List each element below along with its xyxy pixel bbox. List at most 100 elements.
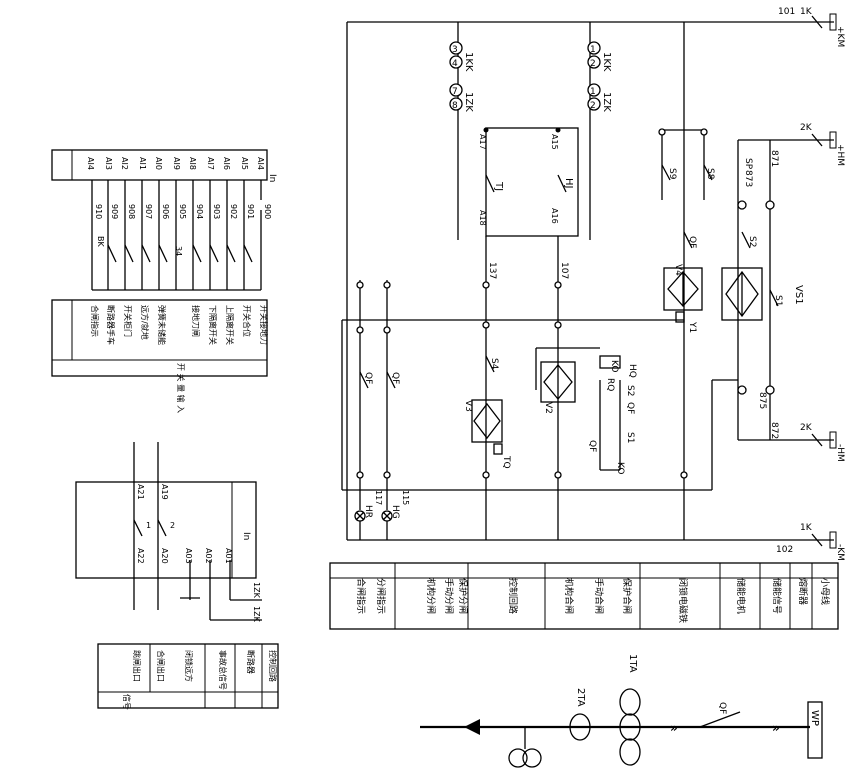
svg-text:QF: QF [625,402,635,414]
svg-text:V2: V2 [543,402,553,414]
svg-text:手动分闸: 手动分闸 [443,578,455,614]
svg-text:TQ: TQ [501,455,511,469]
svg-text:断路器手车: 断路器手车 [106,305,116,345]
wire-101: 101 [778,7,795,17]
svg-text:下隔离开关: 下隔离开关 [208,305,218,345]
svg-text:信号: 信号 [122,694,132,710]
svg-text:A20: A20 [160,548,169,564]
relay-hj: HJ [563,178,574,188]
svg-text:AI1: AI1 [138,157,147,170]
svg-text:2TA: 2TA [575,688,586,707]
svg-text:8: 8 [452,101,458,111]
wire-115: 115 [401,490,410,505]
svg-text:跳闸出口: 跳闸出口 [132,650,142,682]
svg-text:A15: A15 [550,134,559,150]
lamp-hr: HR [363,505,373,518]
lamps: HR HG 117 115 [354,490,410,540]
svg-text:4: 4 [452,59,458,69]
svg-text:901: 901 [246,204,255,219]
svg-text:909: 909 [110,204,119,219]
svg-text:AI7: AI7 [206,157,215,170]
di-block: In AI4 AI3 AI2 AI1 AI0 AI9 AI8 AI7 AI6 A… [51,149,277,413]
svg-text:小母线: 小母线 [819,578,831,605]
branches: 137 107 S9 S8 SP QF S2 S1 VS1 QF QF S4 [341,22,804,540]
svg-text:合闸指示: 合闸指示 [90,305,100,337]
fuse-1k-top: 1K [800,7,813,17]
label-vs1: VS1 [793,285,804,305]
svg-text:1: 1 [590,45,596,55]
svg-text:开关合位: 开关合位 [242,305,252,337]
fuse-2k-bottom: 2K [800,423,813,433]
fuse-1k-bottom: 1K [800,523,813,533]
svg-text:2: 2 [590,59,596,69]
wire-107: 107 [559,262,569,279]
svg-text:910: 910 [94,204,103,219]
svg-text:开关接地刀: 开关接地刀 [259,305,269,345]
switch-1zk: 1 2 1 2 1KK 1ZK [587,22,612,240]
switch-s4: S4 [489,358,499,370]
wire-117: 117 [374,490,383,505]
svg-text:1ZK: 1ZK [252,606,261,623]
svg-text:BK: BK [96,236,105,247]
svg-text:分闸指示: 分闸指示 [375,578,387,614]
svg-text:A02: A02 [204,548,213,564]
svg-text:907: 907 [144,204,153,219]
svg-text:S1: S1 [625,432,635,443]
switch-s9: S9 [667,168,677,180]
svg-text:S2: S2 [625,385,635,396]
svg-text:34: 34 [174,246,183,256]
closing-circuit: HQ RQ KO S2 QF S1 QF KO [535,347,637,475]
wire-102: 102 [776,545,793,555]
label-sp: SP [743,158,753,170]
svg-text:»: » [670,721,678,735]
svg-text:AI3: AI3 [104,157,113,170]
svg-text:闭锁远方: 闭锁远方 [184,650,194,682]
svg-text:In: In [267,174,277,182]
svg-text:V3: V3 [463,400,473,412]
wire-875: 875 [757,392,767,409]
svg-text:控制回路: 控制回路 [268,650,278,682]
svg-text:AI8: AI8 [188,157,197,170]
kmp-label: +KM [835,26,845,47]
svg-text:断路器: 断路器 [246,650,256,674]
svg-text:控制回路: 控制回路 [507,578,519,614]
svg-text:902: 902 [229,204,238,219]
relay-box: A17 A18 A15 A16 TJ HJ [478,127,579,237]
wire-873: 873 [743,170,753,187]
svg-text:上隔离开关: 上隔离开关 [225,305,235,345]
rectifier-vs1 [721,267,763,321]
switch-s2: S2 [747,236,757,247]
switch-s1: S1 [773,295,783,306]
svg-text:903: 903 [212,204,221,219]
label-1kk: 1KK [463,52,474,72]
svg-text:弹簧未储能: 弹簧未储能 [157,305,167,345]
svg-text:A19: A19 [160,484,169,500]
svg-text:机构合闸: 机构合闸 [563,578,575,614]
rectifier-v4: V4 Y1 [663,264,703,333]
svg-text:事故总信号: 事故总信号 [218,650,228,690]
svg-text:AI0: AI0 [154,157,163,170]
svg-text:机构分闸: 机构分闸 [425,578,437,614]
svg-text:1TA: 1TA [627,654,638,673]
svg-text:1: 1 [590,87,596,97]
hmp-label: +HM [835,144,845,166]
svg-text:接地刀闸: 接地刀闸 [191,305,201,337]
wire-137: 137 [487,262,497,279]
svg-text:1ZK: 1ZK [252,582,261,599]
lamp-hg: HG [390,505,400,519]
svg-text:A18: A18 [478,210,487,226]
svg-text:AI5: AI5 [240,157,249,170]
svg-text:906: 906 [161,204,170,219]
svg-text:In: In [241,532,251,540]
svg-text:A21: A21 [136,484,145,500]
svg-text:1ZK: 1ZK [601,92,612,112]
svg-text:AI2: AI2 [120,157,129,170]
svg-text:AI4: AI4 [256,157,265,170]
hmn-label: -HM [835,444,845,462]
do-block: In A19 A21 A20 A22 A01 A02 A03 1 2 1ZK 1… [75,442,279,710]
svg-text:Y1: Y1 [687,321,697,333]
svg-text:2: 2 [590,101,596,111]
rectifier-v2: V2 [540,361,576,414]
svg-text:保护分闸: 保护分闸 [457,578,469,614]
